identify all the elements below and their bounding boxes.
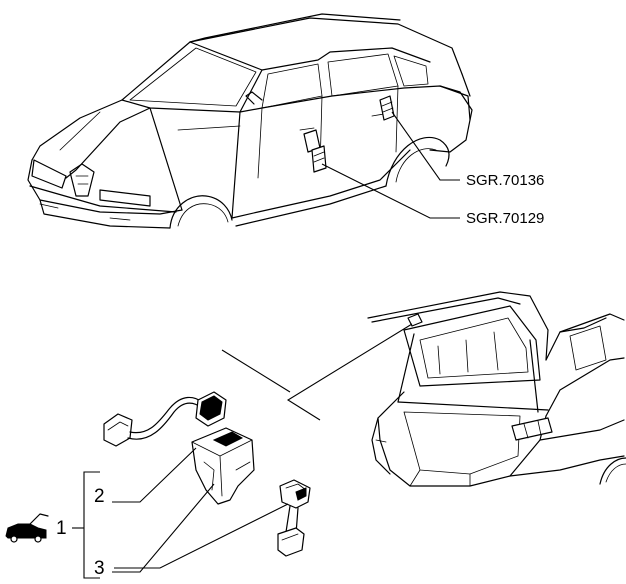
- part-3-microswitch: [277, 479, 311, 557]
- group-bracket: [83, 471, 100, 579]
- callout-group-1: 1: [56, 518, 67, 539]
- car-rear-trunk-illustration: [367, 291, 626, 487]
- callout-2: 2: [94, 486, 105, 507]
- part-2-wiring-harness: [103, 391, 227, 447]
- door-switch-front: [303, 129, 327, 173]
- reference-label-lower: SGR.70129: [466, 210, 544, 227]
- door-switch-rear: [379, 95, 395, 121]
- part-1-trunk-switch-housing: [191, 427, 255, 505]
- car-body-illustration: [27, 13, 473, 229]
- car-trunk-open-icon: [5, 513, 49, 543]
- reference-label-upper: SGR.70136: [466, 172, 544, 189]
- callout-3: 3: [94, 558, 105, 579]
